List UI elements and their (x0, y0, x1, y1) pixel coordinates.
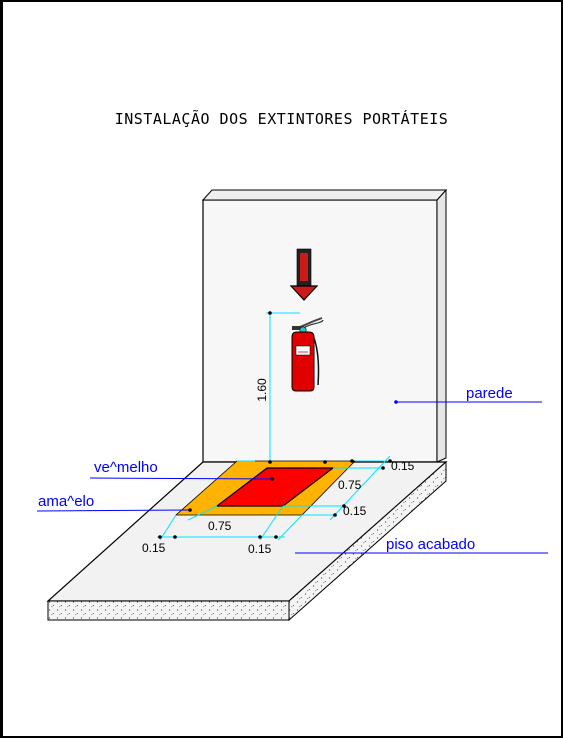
floor-label: piso acabado (386, 536, 475, 553)
floor-slab (46, 460, 448, 622)
label-wall: parede (394, 385, 542, 404)
height-value: 1.60 (255, 378, 269, 402)
wall (201, 188, 448, 463)
label-floor: piso acabado (295, 536, 548, 554)
diagram-title: INSTALAÇÃO DOS EXTINTORES PORTÁTEIS (114, 110, 449, 128)
fire-extinguisher-icon (291, 317, 324, 392)
dim-side-bottom: 0.75 (208, 519, 232, 533)
label-yellow: ama^elo (36, 493, 191, 512)
right-dimensions (237, 455, 392, 521)
dim-border-top: 0.15 (391, 459, 415, 473)
red-label: ve^melho (94, 459, 158, 476)
label-red: ve^melho (89, 459, 273, 480)
wall-label: parede (466, 385, 513, 402)
height-dimension: 1.60 (255, 311, 300, 464)
yellow-label: ama^elo (38, 493, 94, 510)
dim-border-right: 0.15 (343, 504, 367, 518)
down-arrow-sign-icon (289, 248, 319, 301)
dim-border-left: 0.15 (142, 541, 166, 555)
bottom-dimensions (157, 505, 303, 541)
dim-side-right: 0.75 (338, 478, 362, 492)
dim-border-bottom: 0.15 (248, 542, 272, 556)
